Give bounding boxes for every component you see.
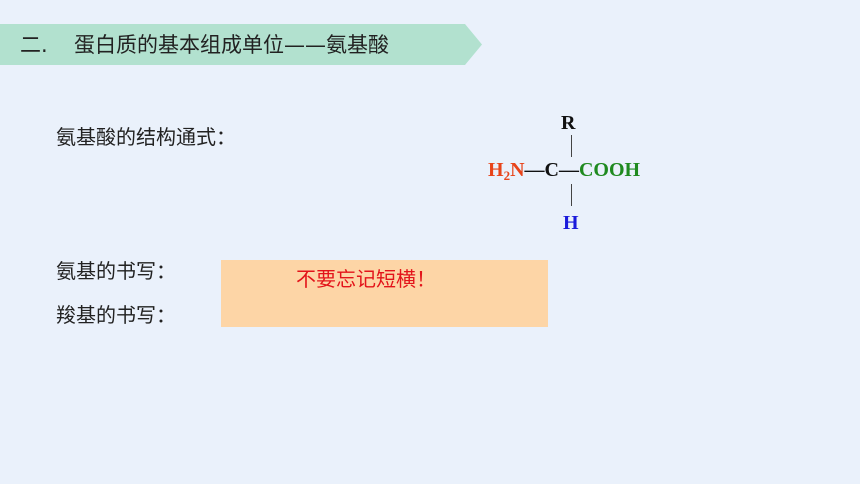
formula-hydrogen: H [563,212,579,234]
carboxyl-group-label: 羧基的书写： [56,303,176,327]
formula-bond-right: — [558,159,579,181]
note-box [221,260,548,327]
formula-bond-top [571,135,572,157]
formula-carboxyl-group: COOH [578,159,641,181]
note-text: 不要忘记短横！ [296,267,436,291]
formula-center-carbon: C [544,159,559,181]
formula-main-row: H2N—C—COOH [488,159,641,183]
amino-group-label: 氨基的书写： [56,259,176,283]
section-number: 二. [20,33,48,57]
section-header-bar [0,24,482,65]
formula-bond-bottom [571,184,572,206]
structure-formula-label: 氨基酸的结构通式： [56,125,236,149]
formula-amino-group: H2N [488,159,525,183]
formula-r-group: R [561,112,576,134]
formula-bond-left: — [524,159,545,181]
section-title: 蛋白质的基本组成单位——氨基酸 [74,33,389,57]
